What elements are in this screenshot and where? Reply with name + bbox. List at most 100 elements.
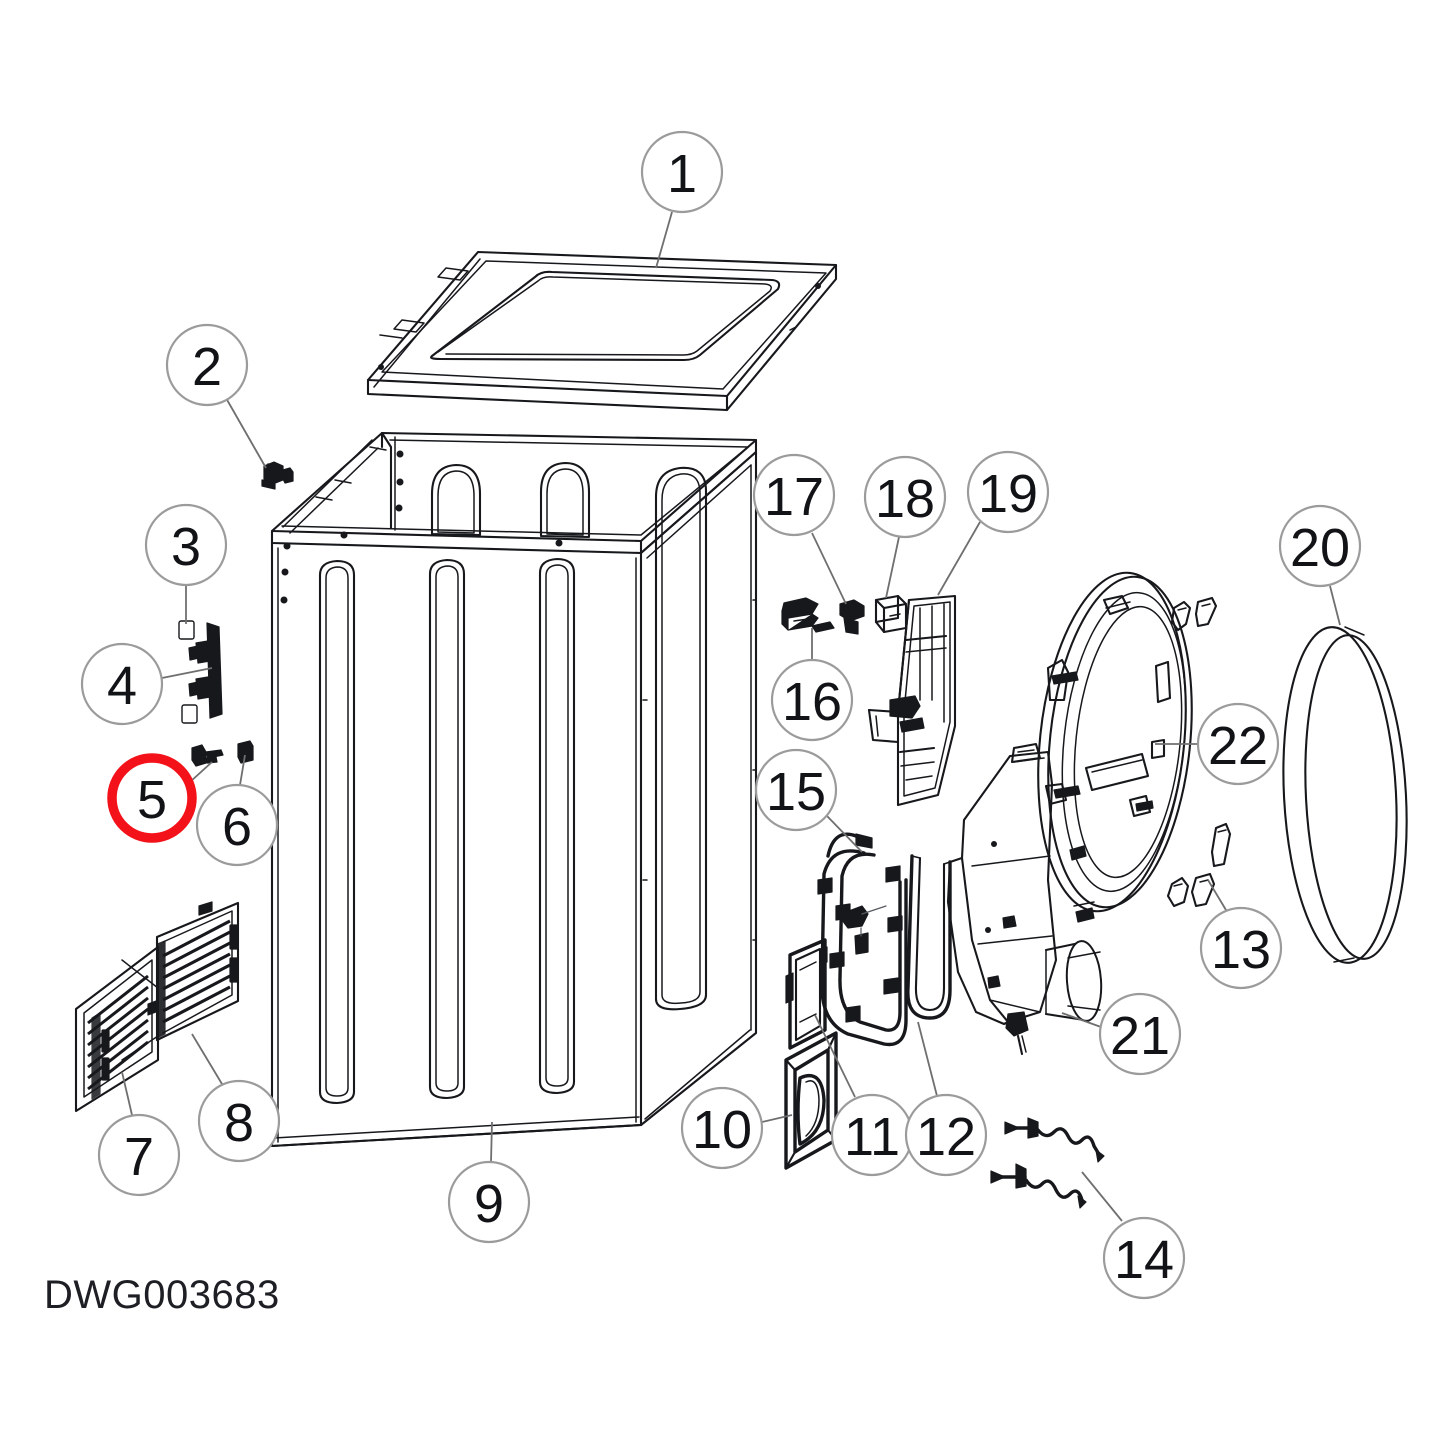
drawing-id-label: DWG003683 [44, 1273, 280, 1317]
leader-line-15 [826, 815, 863, 853]
callout-number-label: 7 [124, 1127, 154, 1187]
part-clamp-springs [990, 1117, 1105, 1209]
part-rear-grille-inner [74, 945, 160, 1113]
part-detergent-drawer-housing [867, 594, 957, 807]
part-air-duct [946, 742, 1103, 1056]
callout-number-label: 15 [766, 762, 826, 822]
callout-number-label: 13 [1211, 920, 1271, 980]
callout-number-label: 12 [916, 1107, 976, 1167]
callout-number-label: 6 [222, 797, 252, 857]
callout-circle[interactable] [80, 642, 164, 726]
leader-line-5 [189, 761, 213, 783]
callout-6[interactable]: 6 [195, 754, 279, 867]
callout-17[interactable]: 17 [752, 453, 847, 605]
callout-number-label: 22 [1208, 716, 1268, 776]
callout-circle[interactable] [752, 453, 836, 537]
part-latch-catch [191, 744, 224, 767]
callout-number-label: 3 [171, 517, 201, 577]
callout-number-label: 4 [107, 656, 137, 716]
callout-14[interactable]: 14 [1081, 1171, 1186, 1300]
leader-line-14 [1081, 1171, 1123, 1222]
leader-line-6 [239, 754, 246, 786]
callout-1[interactable]: 1 [640, 130, 724, 269]
part-rear-grille-outer [155, 901, 240, 1042]
part-connector-clip [839, 599, 865, 635]
callout-circle[interactable] [770, 658, 854, 742]
leader-line-19 [937, 521, 981, 596]
callout-circle[interactable] [966, 450, 1050, 534]
callout-13[interactable]: 13 [1199, 879, 1283, 990]
leader-line-12 [917, 1021, 938, 1097]
callout-21[interactable]: 21 [1061, 992, 1182, 1076]
callout-circle[interactable] [1196, 702, 1280, 786]
leader-line-21 [1061, 1012, 1102, 1028]
callout-19[interactable]: 19 [937, 450, 1050, 596]
leader-line-1 [655, 211, 673, 269]
callout-circle[interactable] [680, 1086, 764, 1170]
callout-number-label: 5 [137, 770, 167, 830]
callout-circle[interactable] [1199, 906, 1283, 990]
callout-circle[interactable] [1278, 504, 1362, 588]
leader-line-7 [121, 1071, 133, 1116]
callout-7[interactable]: 7 [97, 1071, 181, 1197]
callout-circle[interactable] [97, 1113, 181, 1197]
callout-number-label: 2 [192, 337, 222, 397]
part-wiring-harness [817, 832, 908, 1047]
callout-16[interactable]: 16 [770, 628, 854, 742]
callout-22[interactable]: 22 [1155, 702, 1280, 786]
callout-number-label: 14 [1114, 1230, 1174, 1290]
callout-number-label: 20 [1290, 518, 1350, 578]
callout-circle[interactable] [447, 1160, 531, 1244]
callout-18[interactable]: 18 [863, 455, 947, 599]
part-front-tub-ring [1037, 571, 1193, 923]
callout-number-label: 18 [875, 469, 935, 529]
callout-circle[interactable] [1098, 992, 1182, 1076]
callout-8[interactable]: 8 [191, 1033, 281, 1163]
callout-2[interactable]: 2 [165, 323, 267, 469]
part-hinge-screw-plate [178, 620, 198, 724]
callout-number-label: 10 [692, 1100, 752, 1160]
callout-number-label: 8 [224, 1093, 254, 1153]
part-lid-lock-bracket [261, 461, 294, 490]
part-retainer-clip [237, 740, 254, 764]
callout-15[interactable]: 15 [754, 748, 863, 853]
callout-circle[interactable] [195, 783, 279, 867]
callout-4[interactable]: 4 [80, 642, 213, 726]
leader-line-2 [225, 397, 267, 469]
part-connector-block [781, 597, 835, 633]
part-door-seal-hose [906, 854, 952, 1020]
callout-circle[interactable] [640, 130, 724, 214]
part-wedge-block [874, 594, 908, 634]
callout-3[interactable]: 3 [144, 503, 228, 624]
callout-number-label: 1 [667, 144, 697, 204]
part-top-panel [366, 250, 838, 412]
part-filter-frame [784, 1031, 838, 1170]
callout-circle[interactable] [144, 503, 228, 587]
leader-line-17 [811, 532, 847, 605]
callout-10[interactable]: 10 [680, 1086, 793, 1170]
callout-9[interactable]: 9 [447, 1121, 531, 1244]
callout-circle[interactable] [165, 323, 249, 407]
callout-20[interactable]: 20 [1278, 504, 1362, 626]
callout-number-label: 11 [844, 1107, 900, 1167]
leader-line-9 [490, 1121, 493, 1163]
callout-number-label: 9 [474, 1174, 504, 1234]
callout-11[interactable]: 11 [814, 1014, 914, 1177]
callout-circle[interactable] [754, 748, 838, 832]
callout-5[interactable]: 5 [107, 753, 213, 843]
leader-line-13 [1207, 879, 1227, 911]
callout-circle[interactable] [904, 1093, 988, 1177]
callout-circle[interactable] [197, 1079, 281, 1163]
clamp-spring-lower [990, 1163, 1087, 1209]
leader-line-8 [191, 1033, 223, 1085]
part-filter-panel [785, 938, 828, 1050]
callout-number-label: 19 [978, 464, 1038, 524]
callout-circle[interactable] [1102, 1216, 1186, 1300]
callout-12[interactable]: 12 [904, 1021, 988, 1177]
callout-number-label: 17 [764, 467, 824, 527]
callout-circle[interactable] [863, 455, 947, 539]
callout-circle-highlighted[interactable] [107, 753, 197, 843]
